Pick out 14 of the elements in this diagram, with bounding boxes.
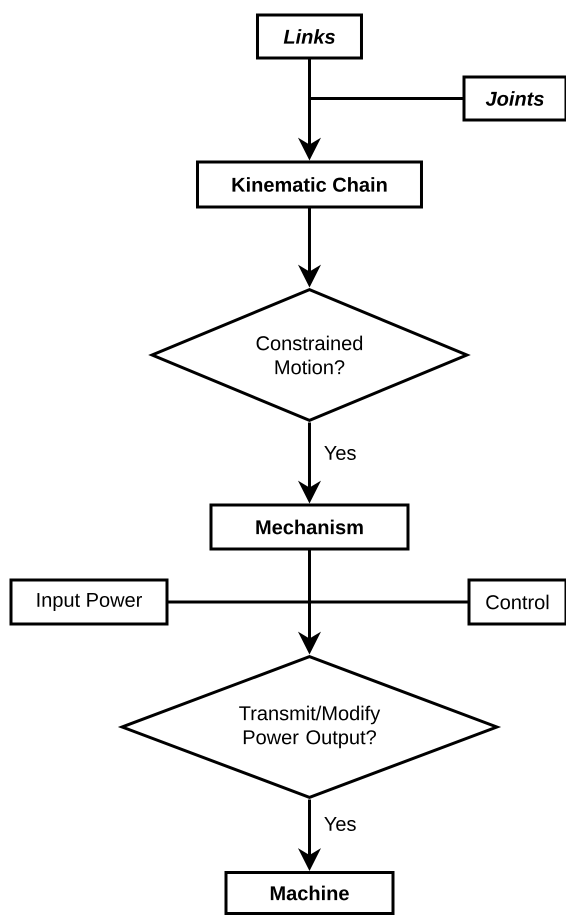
edge-label: Yes (322, 444, 358, 462)
process-box: Mechanism (210, 504, 410, 550)
connector-line (310, 600, 468, 604)
connector-line (168, 600, 310, 604)
process-box: Control (468, 578, 566, 626)
process-box: Joints (462, 76, 566, 122)
connector-line (308, 60, 311, 98)
connector-line (310, 97, 462, 100)
process-box: Kinematic Chain (196, 160, 423, 208)
process-box: Input Power (10, 578, 168, 626)
process-box: Links (256, 14, 363, 60)
process-box: Machine (224, 871, 394, 915)
connector-line (308, 550, 311, 602)
edge-label: Yes (322, 816, 358, 832)
